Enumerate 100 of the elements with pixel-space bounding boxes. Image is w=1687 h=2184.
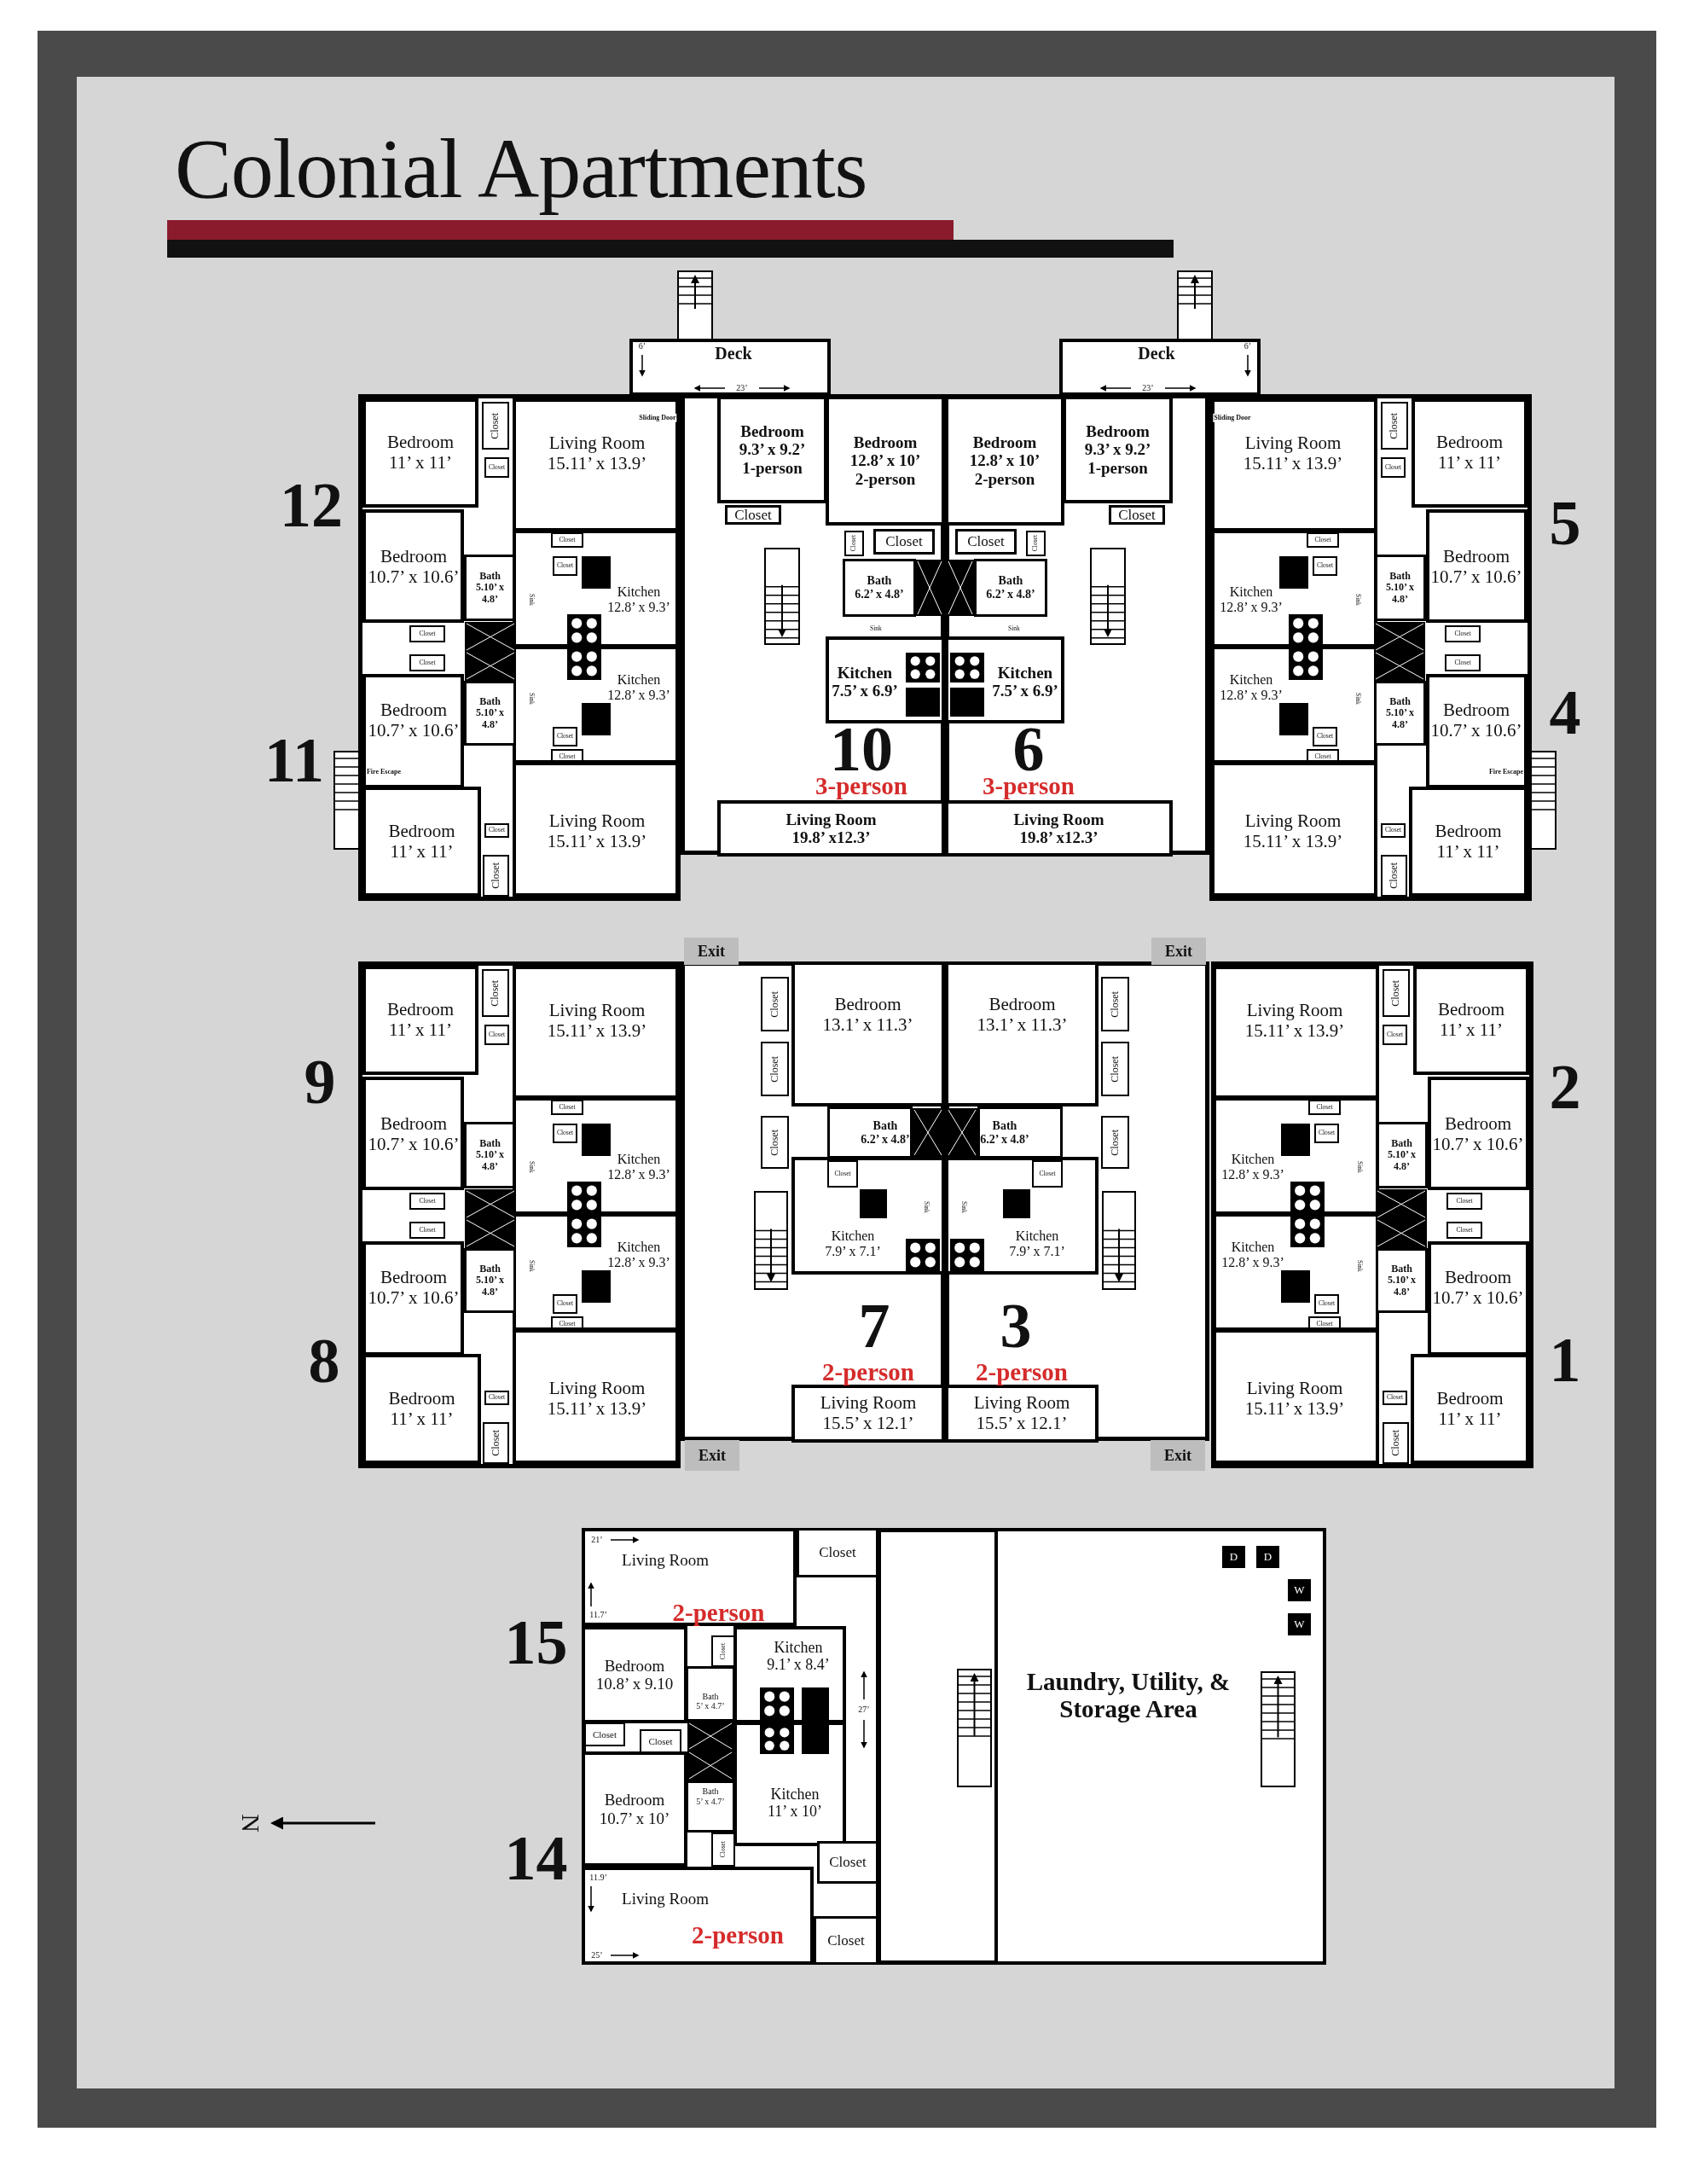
occupancy-label: 1-person <box>1087 458 1148 477</box>
dimension-label: 23’ <box>1142 383 1154 392</box>
closet-label: Closet <box>490 412 501 439</box>
dimension-label: 25’ <box>591 1951 603 1960</box>
unit-number: 9 <box>304 1050 336 1113</box>
room-dimensions: 11’ x 11’ <box>390 841 454 862</box>
room-name: Deck <box>715 343 752 363</box>
room-dimensions: 5.10’ x 4.8’ <box>1384 582 1416 606</box>
room-name: Bedroom <box>972 433 1037 452</box>
occupancy-label: 2-person <box>692 1922 784 1948</box>
occupancy-label: 2-person <box>976 1359 1068 1385</box>
closet <box>1313 556 1337 576</box>
room-dimensions: 10.7’ x 10.6’ <box>1432 1134 1524 1154</box>
closet <box>1101 1116 1129 1169</box>
room-name: Deck <box>1138 343 1175 363</box>
closet-label: Closet <box>1389 1430 1402 1456</box>
room-name: Bedroom <box>1444 1114 1512 1135</box>
closet <box>482 969 509 1017</box>
room-name: Kitchen <box>617 584 661 600</box>
room-dimensions: 9.3’ x 9.2’ <box>739 440 806 459</box>
room-dimensions: 7.5’ x 6.9’ <box>832 682 898 700</box>
closet <box>484 457 509 478</box>
room-dimensions: 12.8’ x 9.3’ <box>607 688 670 703</box>
room-dimensions: 5.10’ x 4.8’ <box>1386 1149 1417 1173</box>
room-name: Kitchen <box>774 1638 823 1656</box>
dimension-label: 21’ <box>591 1535 603 1544</box>
room <box>945 1385 1099 1443</box>
exit-label: Exit <box>699 1446 726 1465</box>
closet <box>1445 654 1481 671</box>
closet <box>955 529 1017 555</box>
room-name: Bedroom <box>380 1114 448 1135</box>
closet <box>484 1025 509 1045</box>
closet-label: Closet <box>1388 863 1400 889</box>
exit-sign <box>684 938 739 965</box>
room-dimensions: 13.1’ x 11.3’ <box>977 1015 1068 1036</box>
room-name: Bedroom <box>388 822 455 842</box>
closet-label: Closet <box>1118 508 1156 522</box>
room <box>1063 396 1173 503</box>
note-label: Sliding Door <box>638 413 677 423</box>
closet-label: Closet <box>768 990 781 1018</box>
room-dimensions: 11’ x 11’ <box>1436 841 1500 862</box>
room-dimensions: 12.8’ x 9.3’ <box>1220 688 1283 703</box>
closet <box>1446 1193 1482 1210</box>
room-dimensions: 15.11’ x 13.9’ <box>547 1021 647 1042</box>
closet <box>1308 1101 1341 1115</box>
room-dimensions: 15.11’ x 13.9’ <box>1243 831 1343 851</box>
closet <box>483 855 509 897</box>
room <box>1426 674 1528 788</box>
note-label: Fire Escape <box>1487 767 1525 777</box>
closet <box>827 1160 858 1188</box>
room-name: Bath <box>479 1137 501 1150</box>
room-dimensions: 12.8’ x 9.3’ <box>607 600 670 615</box>
room-name: Bath <box>872 1118 898 1133</box>
unit-number: 5 <box>1549 491 1581 555</box>
closet <box>1308 1316 1341 1327</box>
room <box>717 396 827 503</box>
closet <box>553 1124 577 1143</box>
room-dimensions: 5.10’ x 4.8’ <box>474 707 506 731</box>
closet <box>409 654 445 671</box>
closet <box>1381 855 1407 897</box>
room <box>945 800 1173 857</box>
room-dimensions: 11’ x 11’ <box>389 453 452 473</box>
room-name: Kitchen <box>1231 1152 1275 1167</box>
exit-sign <box>685 1440 739 1471</box>
closet <box>551 533 583 548</box>
room-dimensions: 9.1’ x 8.4’ <box>767 1656 830 1674</box>
room-name: Bedroom <box>386 1000 455 1020</box>
room-name: Bedroom <box>988 995 1056 1015</box>
room-name: Living Room <box>1244 433 1342 454</box>
room-name: Living Room <box>973 1393 1070 1414</box>
unit-number: 14 <box>504 1826 568 1890</box>
room-name: Living Room <box>1246 1379 1343 1399</box>
room-dimensions: 6.2’ x 4.8’ <box>861 1132 910 1147</box>
room-name: Bedroom <box>388 1389 455 1409</box>
room-name: Bedroom <box>1444 1268 1512 1288</box>
room-dimensions: 12.8’ x 9.3’ <box>607 1167 670 1182</box>
room-dimensions: 15.5’ x 12.1’ <box>976 1414 1068 1434</box>
room-dimensions: 12.8’ x 10’ <box>969 451 1041 470</box>
closet-label: Closet <box>827 1932 865 1949</box>
room-name: Bath <box>479 695 501 708</box>
closet <box>1314 1124 1339 1143</box>
room-dimensions: 11’ x 11’ <box>390 1409 454 1429</box>
dimension-label: 11.7’ <box>589 1610 607 1619</box>
room-name: Kitchen <box>617 1240 661 1255</box>
room-name: Bath <box>1389 570 1411 583</box>
appliance-box <box>1288 1579 1311 1601</box>
closet <box>1383 969 1410 1017</box>
occupancy-label: 2-person <box>672 1600 765 1625</box>
appliance-label: W <box>1294 1618 1305 1631</box>
room <box>362 674 464 788</box>
closet <box>484 1391 509 1405</box>
appliance-box <box>1222 1546 1245 1568</box>
room-dimensions: 10.7’ x 10.6’ <box>368 1134 460 1154</box>
room-name: Bath <box>1391 1137 1412 1150</box>
room-dimensions: 7.9’ x 7.1’ <box>825 1244 881 1259</box>
room-name: Bedroom <box>1435 822 1502 842</box>
closet <box>1381 457 1406 478</box>
room-name: Kitchen <box>1015 1228 1059 1244</box>
closet <box>553 556 577 576</box>
unit-number: 2 <box>1549 1055 1581 1118</box>
